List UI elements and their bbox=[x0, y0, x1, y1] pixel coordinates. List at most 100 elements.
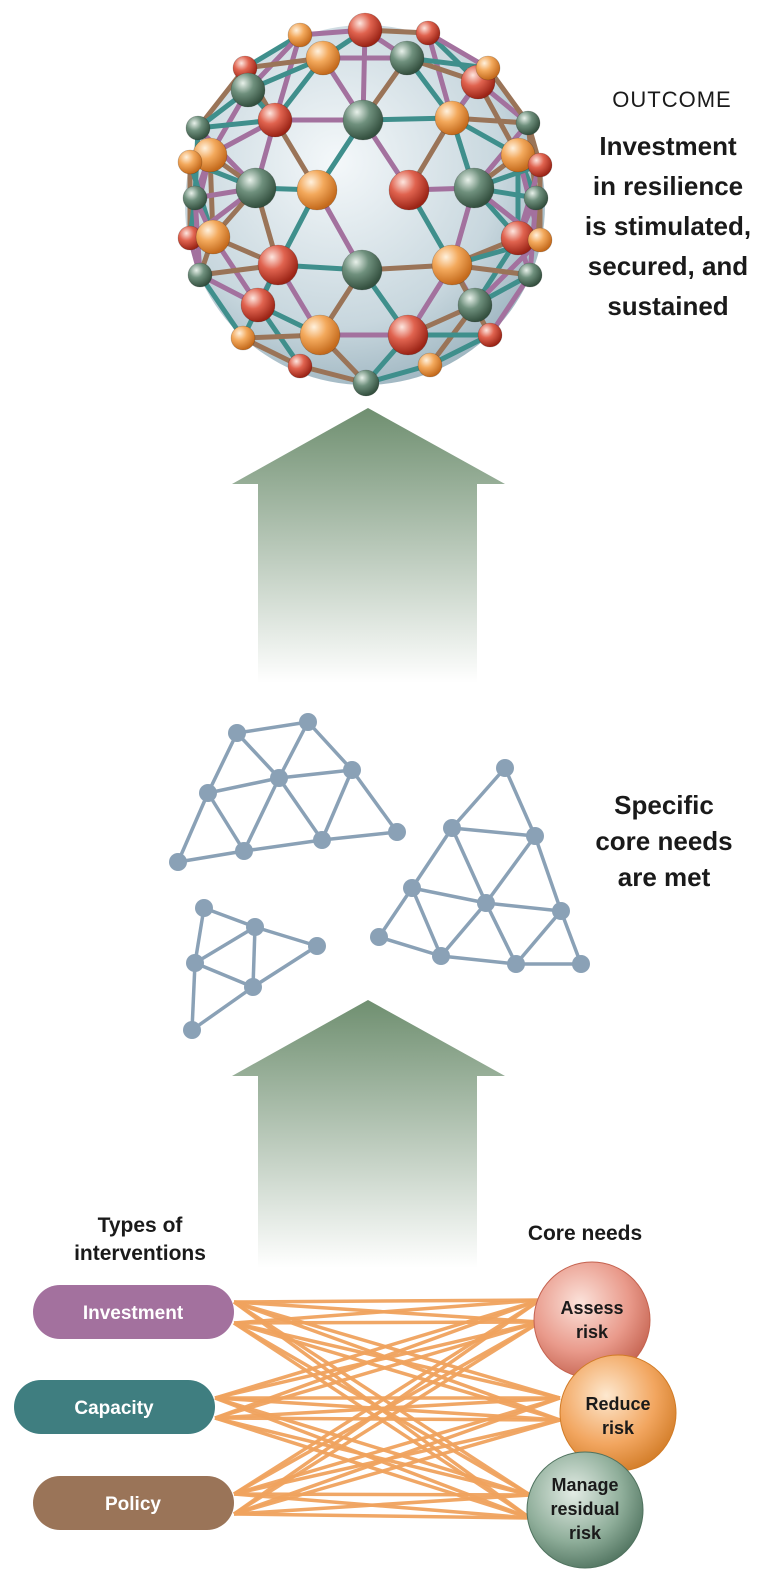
network-edge bbox=[194, 961, 254, 989]
network-edge bbox=[533, 835, 563, 912]
network-edge bbox=[377, 887, 414, 938]
sphere-node bbox=[453, 167, 495, 209]
sphere-node bbox=[341, 249, 383, 291]
geodesic-sphere-icon bbox=[177, 12, 553, 397]
connector-line bbox=[214, 1416, 531, 1520]
assess-risk-line-2: risk bbox=[576, 1322, 609, 1342]
lower-up-arrow bbox=[232, 1000, 505, 1268]
connector-line bbox=[214, 1298, 541, 1420]
network-node bbox=[343, 761, 361, 779]
connector-line bbox=[233, 1320, 541, 1325]
connector-line bbox=[233, 1418, 561, 1516]
sphere-node bbox=[287, 22, 313, 48]
network-edge bbox=[378, 935, 442, 958]
network-node bbox=[299, 713, 317, 731]
sphere-node bbox=[352, 369, 380, 397]
pill-capacity-label: Capacity bbox=[74, 1398, 154, 1419]
outcome-block: OUTCOME Investment in resilience is stim… bbox=[585, 87, 751, 321]
sphere-node bbox=[296, 169, 338, 211]
sphere-node bbox=[431, 244, 473, 286]
sphere-node bbox=[527, 227, 553, 253]
connector-line bbox=[233, 1396, 561, 1516]
network-edge bbox=[176, 792, 210, 863]
network-node bbox=[235, 842, 253, 860]
network-triangle-small bbox=[183, 899, 326, 1039]
reduce-risk-line-2: risk bbox=[602, 1418, 635, 1438]
core-needs-met-line-1: Specific bbox=[614, 790, 714, 820]
pill-investment-label: Investment bbox=[83, 1303, 184, 1324]
network-node bbox=[270, 769, 288, 787]
outcome-line-4: secured, and bbox=[588, 251, 748, 281]
network-edge bbox=[503, 767, 537, 837]
sphere-node bbox=[389, 40, 425, 76]
network-node bbox=[186, 954, 204, 972]
network-node bbox=[477, 894, 495, 912]
sphere-edge bbox=[487, 272, 533, 338]
network-edge bbox=[277, 777, 324, 841]
network-edge bbox=[254, 925, 318, 948]
connector-line bbox=[233, 1320, 541, 1516]
network-edge bbox=[206, 792, 246, 852]
network-edge bbox=[306, 720, 354, 772]
network-edge bbox=[484, 834, 537, 905]
interventions-heading-line-2: interventions bbox=[74, 1242, 206, 1265]
reduce-risk-line-1: Reduce bbox=[585, 1394, 650, 1414]
network-node bbox=[183, 1021, 201, 1039]
core-need-reduce-risk: Reduce risk bbox=[559, 1354, 677, 1472]
core-need-manage-residual-risk: Manage residual risk bbox=[526, 1451, 644, 1569]
pill-investment: Investment bbox=[33, 1285, 234, 1339]
core-needs-heading: Core needs bbox=[528, 1222, 642, 1245]
connector-line bbox=[232, 1298, 542, 1516]
manage-residual-risk-circle bbox=[526, 1451, 644, 1569]
intervention-connectors bbox=[214, 1298, 561, 1520]
network-edge bbox=[177, 849, 245, 864]
sphere-node bbox=[434, 100, 470, 136]
outcome-label: OUTCOME bbox=[612, 87, 731, 112]
sphere-node bbox=[388, 169, 430, 211]
sphere-node bbox=[257, 102, 293, 138]
sphere-node bbox=[417, 352, 443, 378]
network-edge bbox=[236, 720, 309, 735]
network-edge bbox=[410, 887, 443, 957]
core-needs-met-line-2: core needs bbox=[595, 826, 732, 856]
network-edge bbox=[194, 925, 256, 965]
network-edge bbox=[190, 962, 197, 1031]
network-edge bbox=[559, 910, 583, 965]
network-triangle-large-right bbox=[370, 759, 590, 973]
network-edge bbox=[411, 886, 487, 905]
sphere-node bbox=[305, 40, 341, 76]
network-edge bbox=[277, 721, 310, 779]
network-node bbox=[443, 819, 461, 837]
network-edge bbox=[350, 768, 399, 834]
network-edge bbox=[514, 909, 563, 966]
network-node bbox=[403, 879, 421, 897]
network-edge bbox=[410, 827, 454, 889]
sphere-node bbox=[257, 244, 299, 286]
connector-line bbox=[233, 1321, 561, 1422]
sphere-node bbox=[177, 149, 203, 175]
connector-line bbox=[233, 1321, 561, 1400]
manage-risk-line-3: risk bbox=[569, 1523, 602, 1543]
outcome-line-1: Investment bbox=[599, 131, 737, 161]
sphere-edge bbox=[197, 272, 246, 341]
network-node bbox=[195, 899, 213, 917]
network-edge bbox=[451, 826, 536, 838]
pill-policy: Policy bbox=[33, 1476, 234, 1530]
connector-line bbox=[233, 1493, 531, 1516]
outcome-line-2: in resilience bbox=[593, 171, 743, 201]
network-node bbox=[228, 724, 246, 742]
sphere-node bbox=[187, 262, 213, 288]
sphere-node bbox=[457, 287, 493, 323]
network-node bbox=[507, 955, 525, 973]
network-edge bbox=[206, 732, 239, 794]
network-node bbox=[526, 827, 544, 845]
network-triangle-large-left bbox=[169, 713, 406, 871]
network-node bbox=[246, 918, 264, 936]
network-edge bbox=[320, 769, 354, 841]
sphere-node bbox=[477, 322, 503, 348]
sphere-node bbox=[195, 219, 231, 255]
network-edge bbox=[251, 926, 257, 988]
pill-policy-label: Policy bbox=[105, 1494, 161, 1515]
core-needs-networks bbox=[169, 713, 590, 1039]
